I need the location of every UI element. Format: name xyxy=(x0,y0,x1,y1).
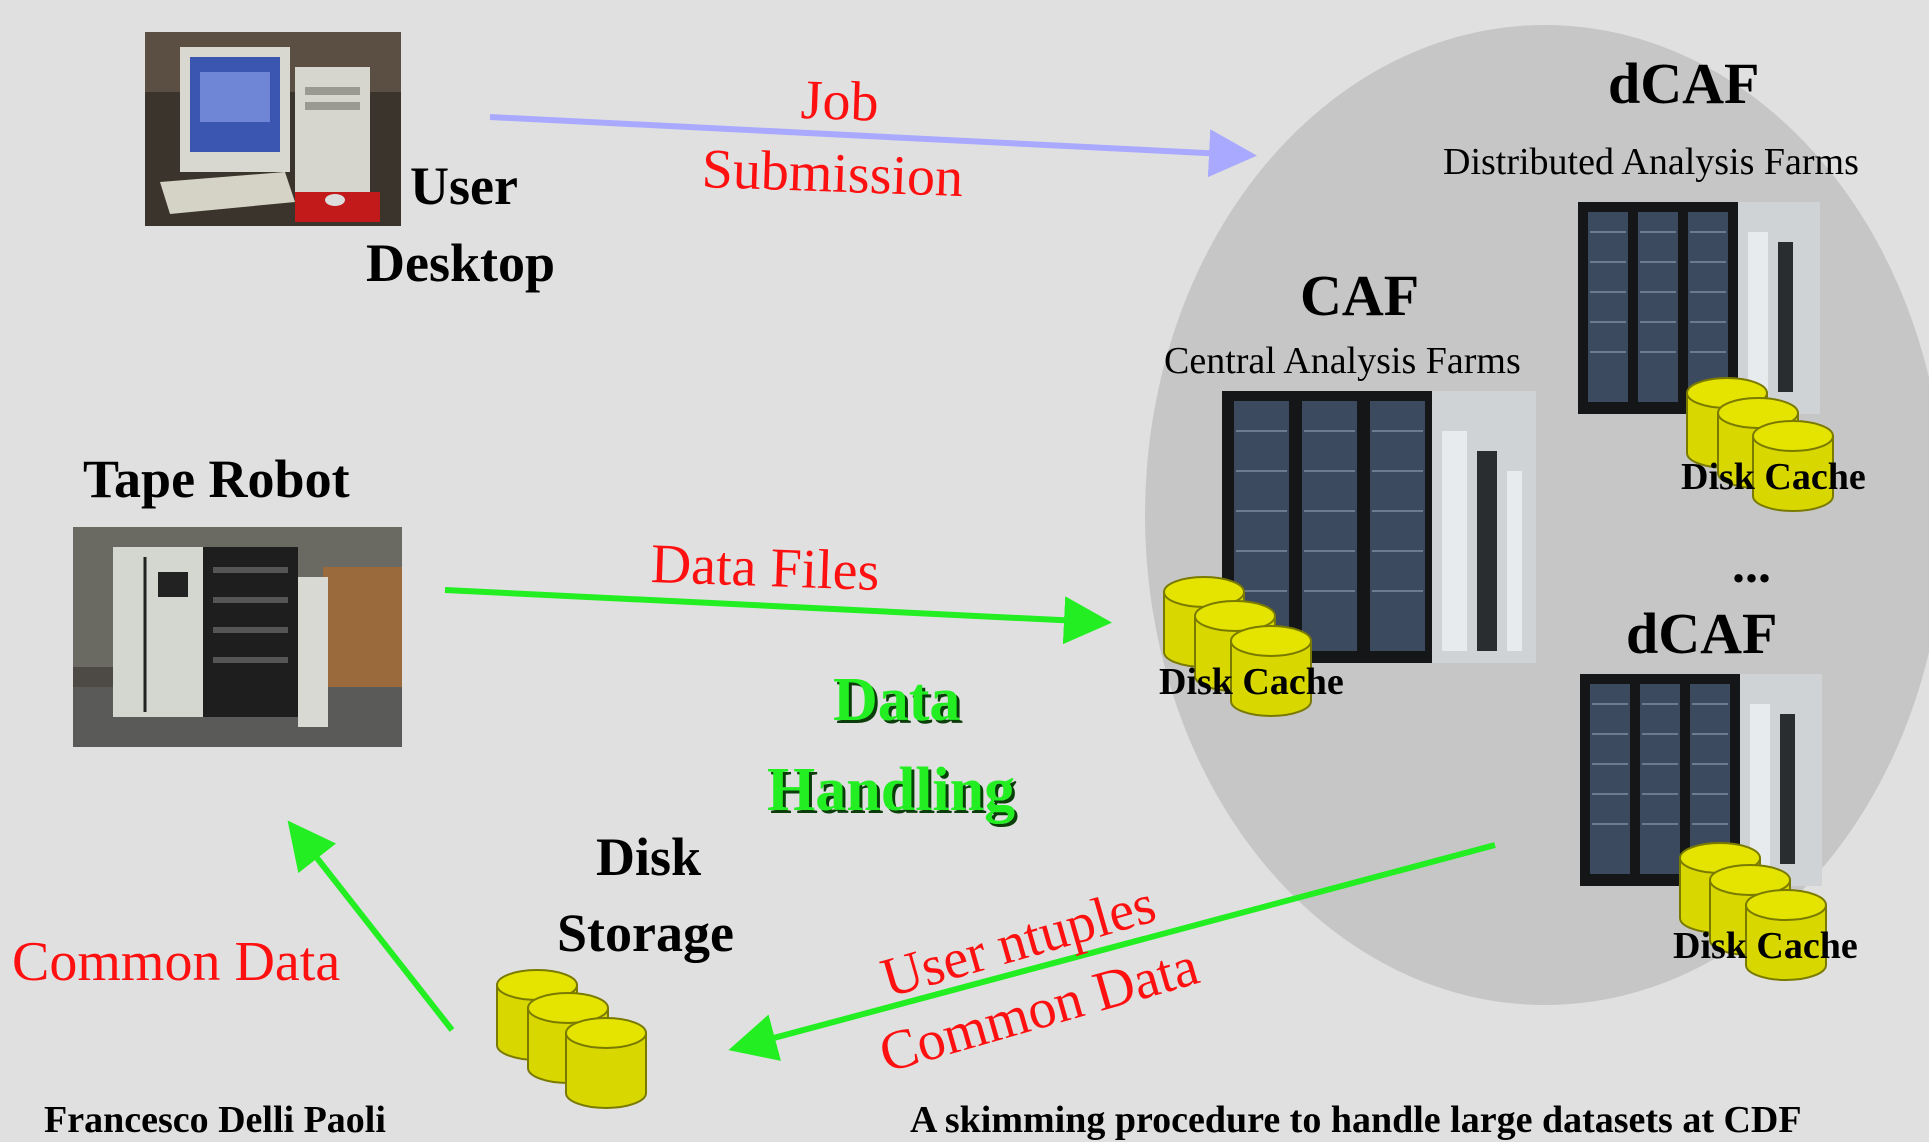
common-data-label: Common Data xyxy=(12,931,341,993)
data-files-label: Data Files xyxy=(649,532,881,603)
dcaf-top-cache-label: Disk Cache xyxy=(1681,456,1866,498)
dcaf-top-title: dCAF xyxy=(1608,51,1760,116)
disk-storage-label-line1: Disk xyxy=(596,827,702,887)
common-data-arrow xyxy=(287,820,455,1032)
dcaf-bottom-rack-photo xyxy=(1580,674,1822,886)
user-desktop-label-line2: Desktop xyxy=(366,233,556,293)
disk-storage-label-line2: Storage xyxy=(557,903,734,963)
job-submission-label-line2: Submission xyxy=(700,137,965,210)
footer-author: Francesco Delli Paoli xyxy=(44,1099,386,1141)
footer-title: A skimming procedure to handle large dat… xyxy=(910,1099,1802,1141)
tape-robot-photo xyxy=(73,527,402,747)
user-ntuples-arrow xyxy=(728,842,1496,1061)
job-submission-arrow xyxy=(489,114,1257,178)
tape-robot-label: Tape Robot xyxy=(83,449,350,509)
caf-title: CAF xyxy=(1300,263,1420,328)
job-submission-label-line1: Job xyxy=(799,68,880,134)
caf-cache-label: Disk Cache xyxy=(1159,661,1344,703)
caf-subtitle: Central Analysis Farms xyxy=(1164,340,1521,382)
dcaf-top-subtitle: Distributed Analysis Farms xyxy=(1443,141,1859,183)
dcaf-bottom-cache-label: Disk Cache xyxy=(1673,925,1858,967)
dcaf-top-rack-photo xyxy=(1578,202,1820,414)
farms-ellipsis: ... xyxy=(1732,537,1771,594)
user-desktop-label-line1: User xyxy=(410,156,518,216)
data-handling-label-line2: Handling xyxy=(767,756,1016,824)
dcaf-bottom-title: dCAF xyxy=(1626,601,1778,666)
caf-rack-photo xyxy=(1222,391,1536,663)
user-desktop-photo xyxy=(145,32,401,226)
data-files-arrow xyxy=(444,587,1112,645)
data-handling-label-line1: Data xyxy=(833,666,961,734)
